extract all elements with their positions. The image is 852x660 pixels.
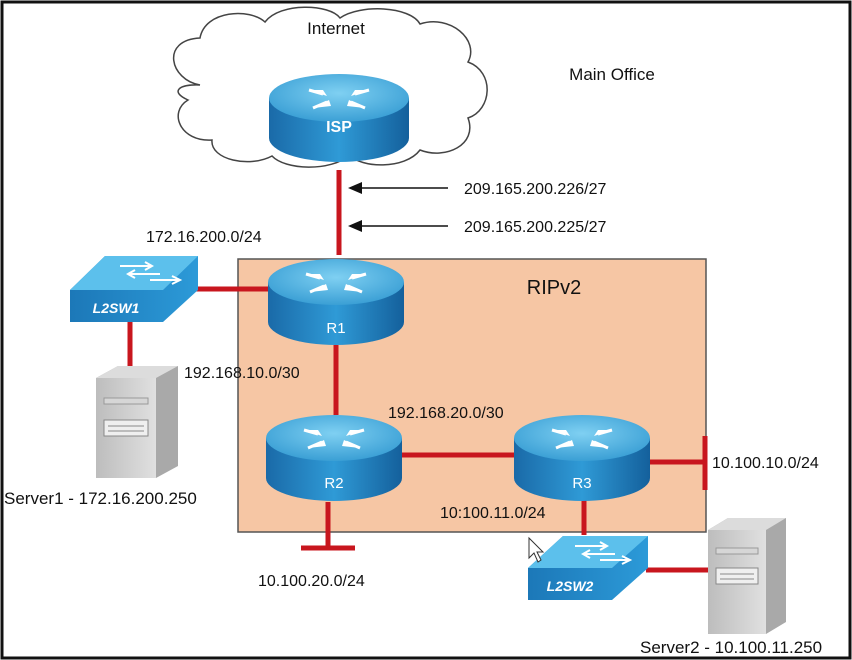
r2-lan-label: 10.100.20.0/24 [258,573,365,590]
mouse-cursor-icon [528,536,545,563]
isp-router-icon [269,74,409,162]
r3-label: R3 [572,475,591,492]
isp-side-ip-label: 209.165.200.226/27 [464,181,606,198]
l2sw1-switch-icon [70,256,198,322]
server2-icon [708,518,786,634]
l2sw2-label: L2SW2 [547,578,594,594]
main-office-label: Main Office [569,65,655,84]
r3-lan-a-label: 10.100.10.0/24 [712,455,819,472]
r2-r3-link-label: 192.168.20.0/30 [388,405,504,422]
lan-r1-label: 172.16.200.0/24 [146,229,262,246]
server1-icon [96,366,178,478]
ip-pointer-arrows [348,182,448,232]
links [127,170,712,573]
r3-lan-b-label: 10:100.11.0/24 [440,505,546,522]
isp-label: ISP [326,119,352,136]
l2sw1-label: L2SW1 [93,300,140,316]
r1-router-icon [268,259,404,345]
r1-wan-ip-label: 209.165.200.225/27 [464,219,606,236]
r1-r2-link-label: 192.168.10.0/30 [184,365,300,382]
r2-router-icon [266,415,402,501]
r3-router-icon [514,415,650,501]
r2-label: R2 [324,475,343,492]
server1-label: Server1 - 172.16.200.250 [4,489,197,508]
ripv2-label: RIPv2 [527,277,581,299]
internet-label: Internet [307,19,365,38]
server2-label: Server2 - 10.100.11.250 [640,638,822,657]
r1-label: R1 [326,320,345,337]
l2sw2-switch-icon [528,536,648,600]
